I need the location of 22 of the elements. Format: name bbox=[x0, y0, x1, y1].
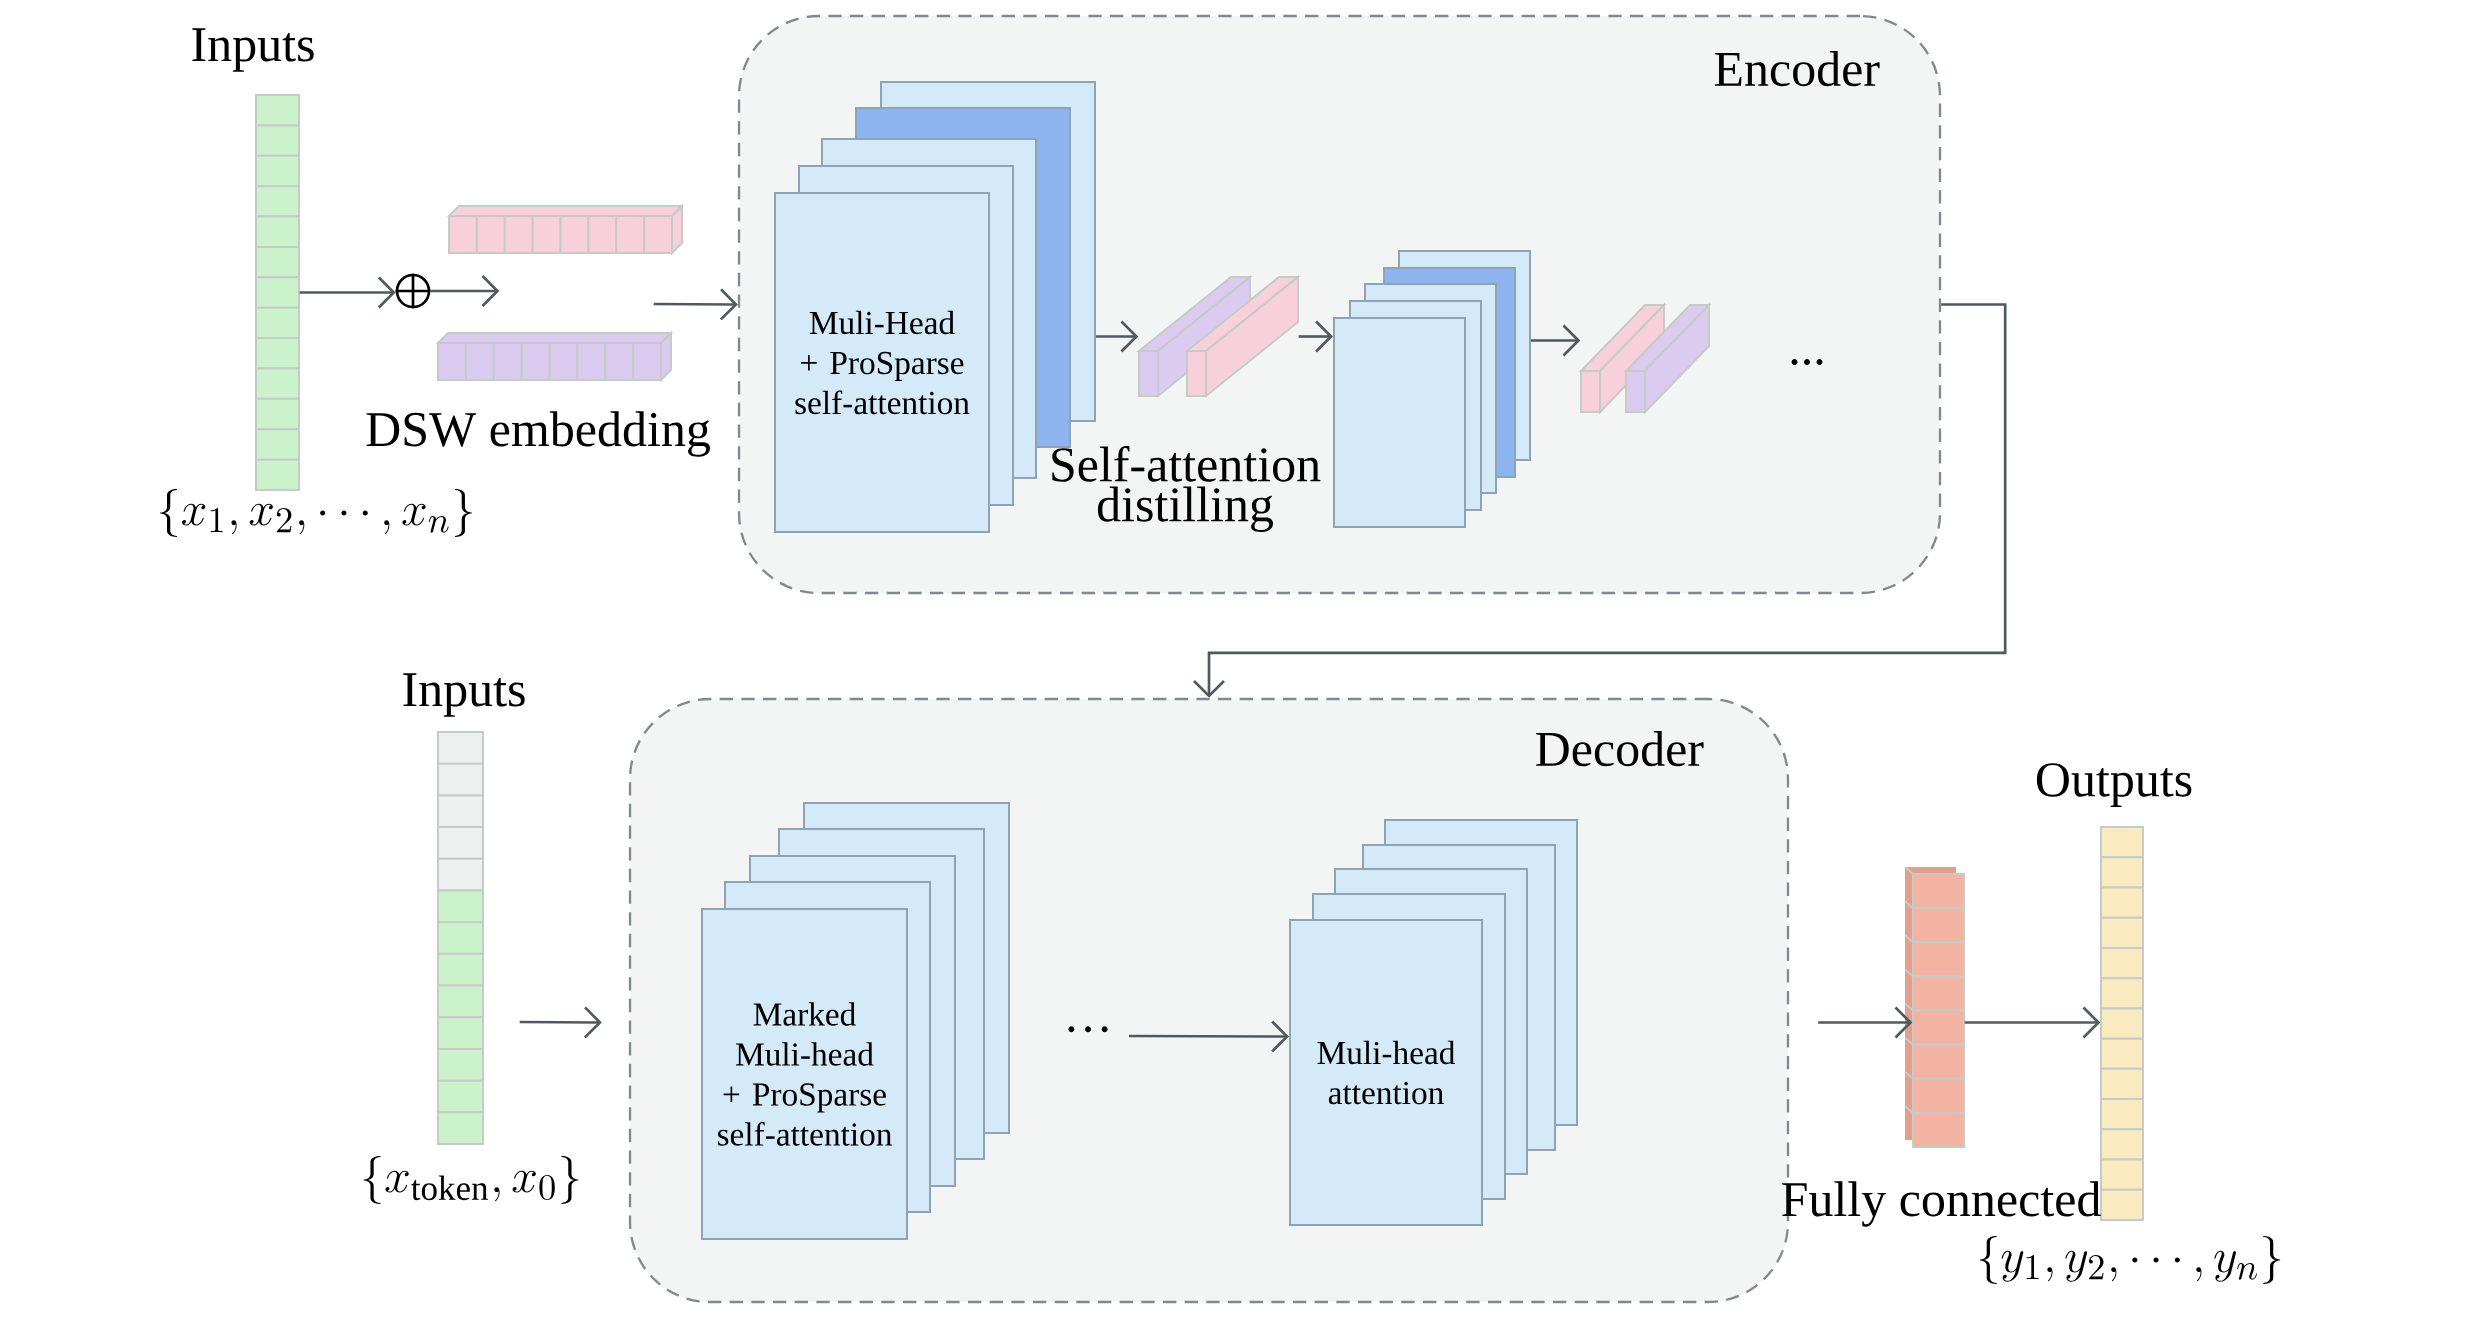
heading-label: Inputs bbox=[192, 28, 314, 72]
text-label: ... bbox=[1791, 359, 1823, 365]
arrow bbox=[430, 275, 500, 307]
text-label: ··· bbox=[1068, 1026, 1108, 1033]
vector-column bbox=[1904, 866, 1965, 1148]
arrow bbox=[1818, 1006, 1913, 1039]
layer-stack: Muli-head attention bbox=[1289, 819, 1578, 1226]
arrow bbox=[299, 276, 396, 309]
layer-stack bbox=[1333, 250, 1531, 528]
arrow bbox=[1964, 1006, 2101, 1039]
elbow-arrow bbox=[1193, 303, 2007, 698]
heading-label: Inputs bbox=[403, 673, 525, 717]
layer-stack: Marked Muli-head + ProSparse self-attention bbox=[701, 802, 1010, 1240]
arrow bbox=[519, 1006, 602, 1039]
add-symbol bbox=[394, 272, 432, 310]
text-label: DSW embedding bbox=[366, 411, 710, 457]
formula: $\{y_1, y_2, \cdots, y_n\}$ bbox=[1979, 1236, 2281, 1284]
heading-label: Outputs bbox=[2036, 763, 2192, 807]
formula: $\{x_1, x_2, \cdots, x_n\}$ bbox=[160, 489, 472, 537]
arrow bbox=[653, 288, 738, 321]
formula: $\{x_{\mathrm{token}}, x_0\}$ bbox=[363, 1156, 579, 1204]
arrow bbox=[1129, 1020, 1289, 1053]
